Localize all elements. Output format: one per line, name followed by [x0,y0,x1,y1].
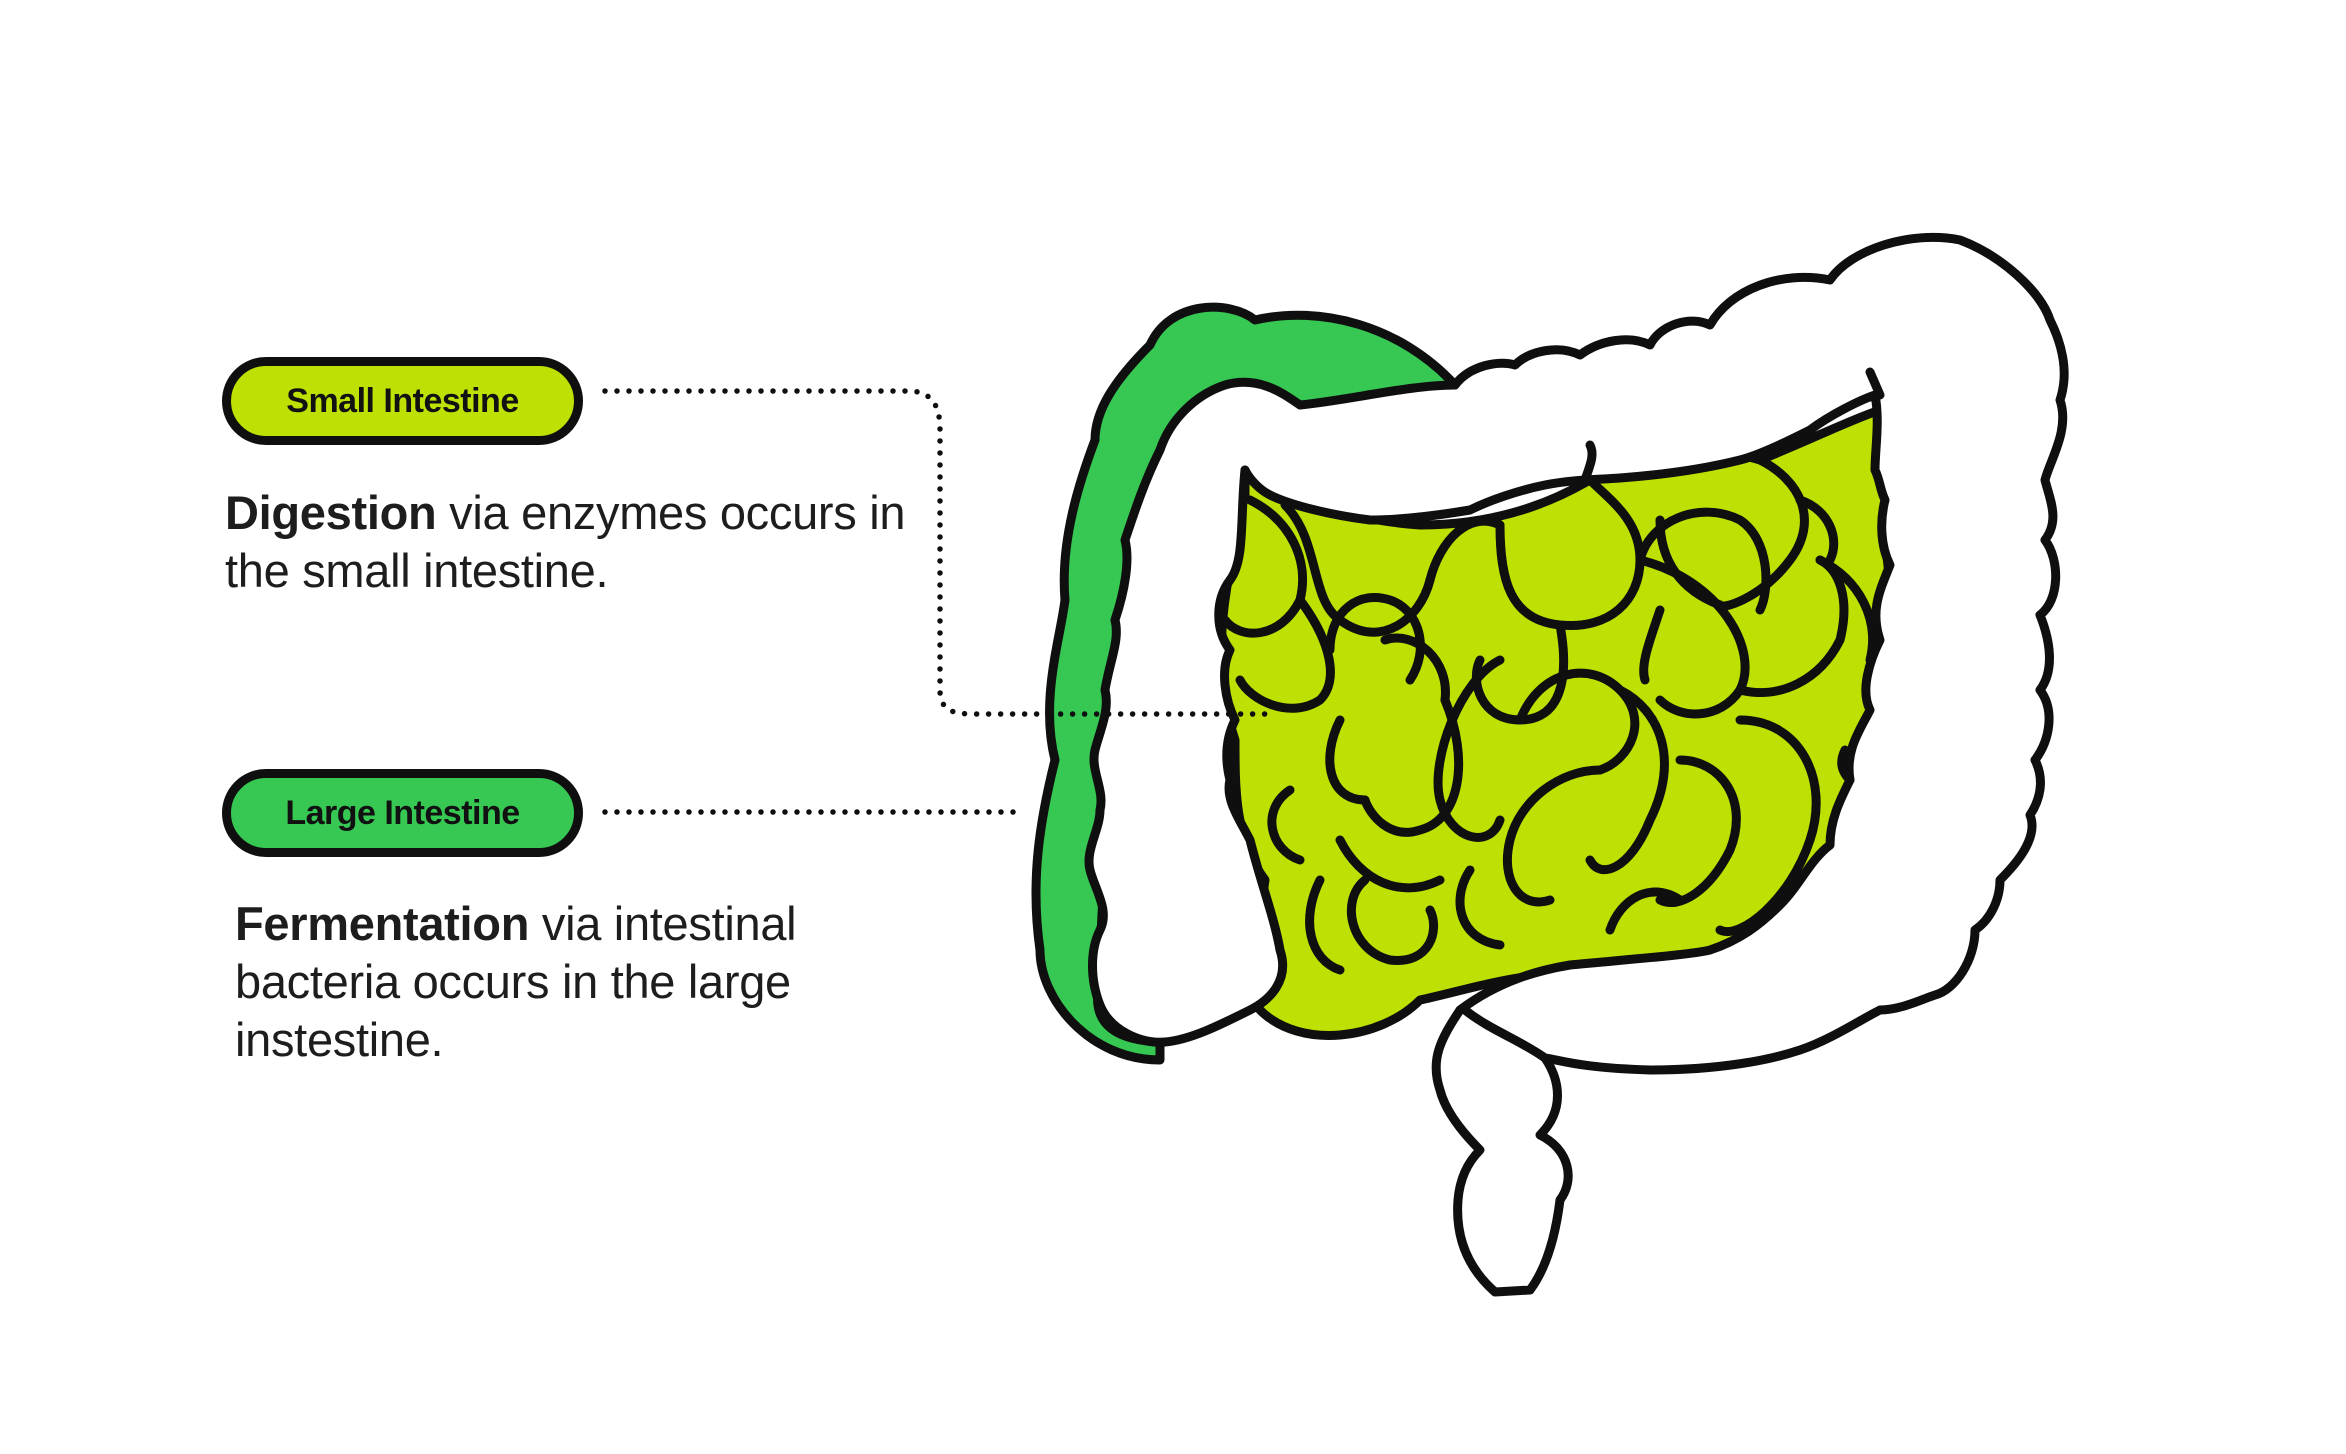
small-intestine-description: Digestion via enzymes occurs in the smal… [225,484,925,600]
large-intestine-colon [1084,232,2069,1297]
colon-haustra [1240,367,1885,1063]
small-intestine-description-rest: via enzymes occurs in the small intestin… [225,486,906,597]
small-intestine-description-bold: Digestion [225,486,437,539]
large-intestine-label-text: Large Intestine [285,793,520,832]
large-intestine-label: Large Intestine [222,769,583,857]
small-intestine-label: Small Intestine [222,357,583,445]
leader-lines [602,388,1268,815]
small-intestine-label-text: Small Intestine [286,381,519,420]
large-intestine-description: Fermentation via intestinal bacteria occ… [235,895,935,1069]
large-intestine-description-rest: via intestinal bacteria occurs in the la… [235,897,797,1066]
large-intestine-description-bold: Fermentation [235,897,530,950]
small-intestine-coils [1220,455,1878,975]
small-intestine-leader-line [602,388,1268,717]
